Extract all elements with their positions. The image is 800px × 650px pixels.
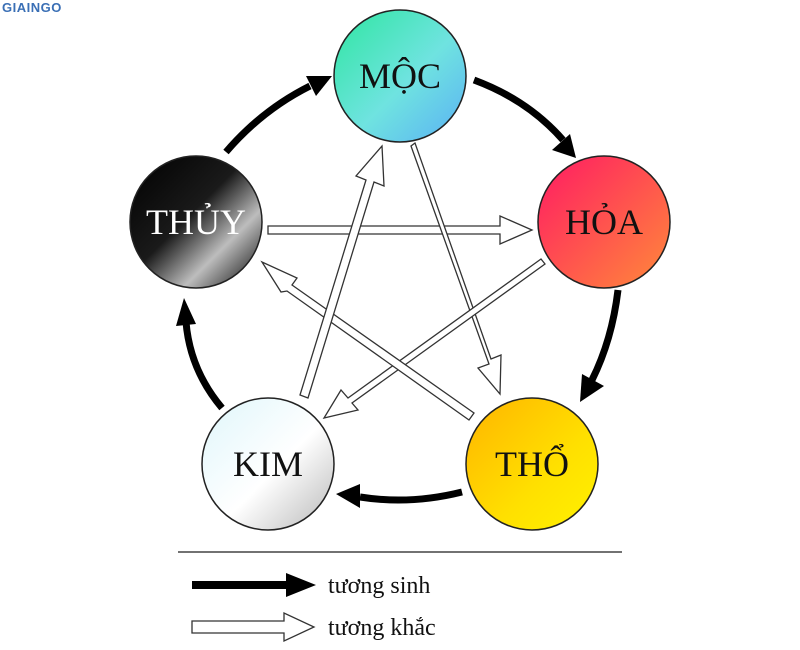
arrowhead-kim-to-thuy <box>176 298 196 326</box>
arrow-hoa-to-tho <box>588 289 622 382</box>
arrow-tho-to-thuy <box>260 260 475 421</box>
legend: tương sinh tương khắc <box>191 573 436 643</box>
arrow-kim-to-thuy <box>182 321 225 411</box>
node-hoa: HỎA <box>537 155 671 289</box>
node-moc: MỘC <box>333 9 467 143</box>
node-tho: THỔ <box>465 397 599 531</box>
arrowhead-thuy-to-moc <box>306 76 332 96</box>
generating-arrows <box>176 76 622 508</box>
arrow-moc-to-hoa <box>472 76 566 143</box>
node-hoa-label: HỎA <box>565 202 643 242</box>
legend-generating-label: tương sinh <box>328 573 430 599</box>
arrow-thuy-to-hoa <box>267 215 534 245</box>
arrow-hoa-to-kim <box>322 258 546 419</box>
node-thuy: THỦY <box>129 155 263 289</box>
overcoming-arrows <box>260 141 546 421</box>
node-tho-label: THỔ <box>495 444 569 484</box>
legend-generating-arrowhead-icon <box>286 573 316 597</box>
arrowhead-hoa-to-tho <box>580 374 604 402</box>
node-moc-label: MỘC <box>359 56 441 96</box>
legend-generating: tương sinh <box>192 573 430 599</box>
arrowhead-tho-to-kim <box>336 484 360 508</box>
legend-overcoming-arrow-icon <box>191 611 316 643</box>
site-watermark-logo: GIAINGO <box>2 0 62 15</box>
node-kim-label: KIM <box>233 444 303 484</box>
arrow-kim-to-moc <box>299 144 385 399</box>
legend-overcoming-label: tương khắc <box>328 615 436 641</box>
legend-overcoming: tương khắc <box>191 611 436 643</box>
node-kim: KIM <box>201 397 335 531</box>
node-thuy-label: THỦY <box>146 202 246 242</box>
arrow-thuy-to-moc <box>223 82 312 155</box>
arrow-moc-to-tho <box>410 141 502 396</box>
arrow-tho-to-kim <box>359 488 463 504</box>
arrowhead-moc-to-hoa <box>552 134 576 158</box>
